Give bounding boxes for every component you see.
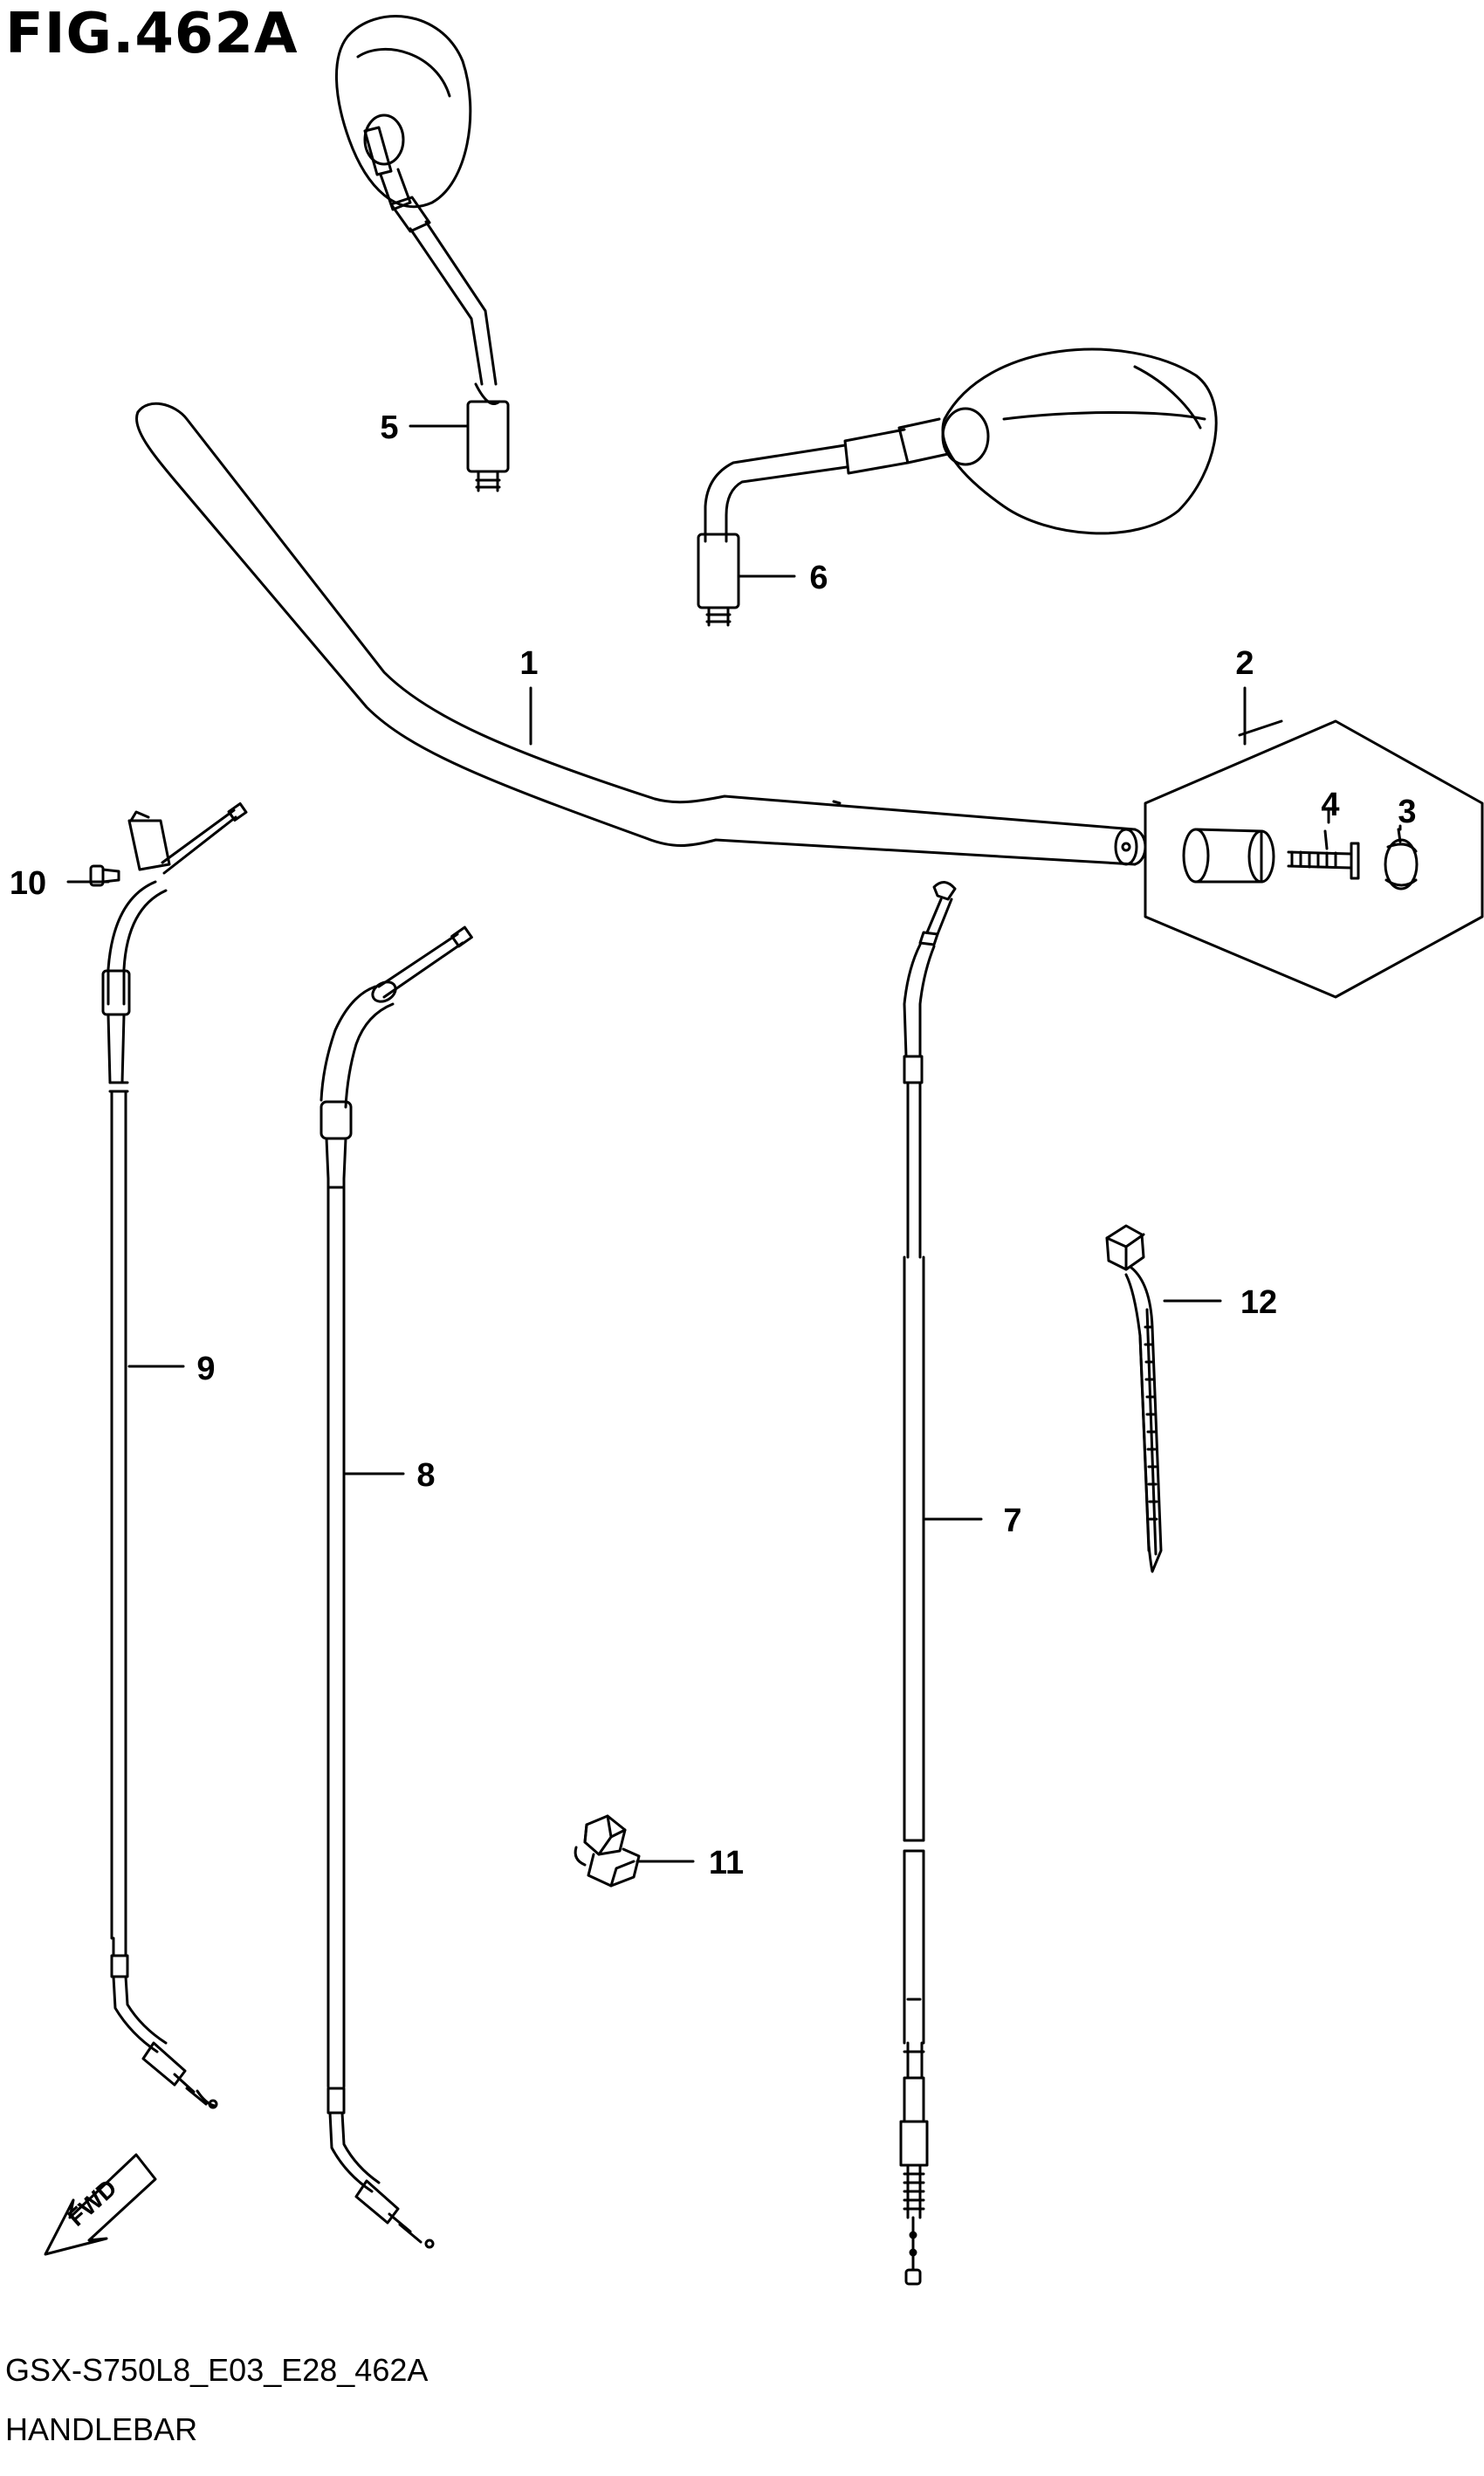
callout-3[interactable]: 3 [1398, 794, 1416, 830]
cable-7[interactable] [899, 881, 983, 2286]
leader-lines [409, 424, 1402, 831]
cable-9[interactable] [101, 801, 248, 2109]
bar-end-weight-set[interactable] [1144, 719, 1484, 999]
cable-8[interactable] [319, 925, 473, 2249]
callout-7[interactable]: 7 [1003, 1503, 1021, 1539]
cable-tie-12[interactable] [1105, 1224, 1222, 1573]
left-mirror[interactable] [335, 15, 510, 492]
callout-4[interactable]: 4 [1321, 787, 1339, 823]
handlebar-tube[interactable] [135, 402, 1147, 866]
figure-name: HANDLEBAR [5, 2411, 198, 2447]
callout-5[interactable]: 5 [380, 409, 398, 446]
fwd-label: FWD [63, 2174, 122, 2232]
clamp-11[interactable] [574, 1814, 695, 1888]
figure-code: GSX-S750L8_E03_E28_462A [5, 2352, 429, 2388]
callout-1[interactable]: 1 [519, 645, 538, 682]
forward-direction-arrow [44, 2153, 157, 2256]
callout-12[interactable]: 12 [1240, 1284, 1277, 1321]
bolt-10[interactable] [66, 864, 120, 887]
callout-8[interactable]: 8 [416, 1457, 435, 1494]
callout-10[interactable]: 10 [10, 865, 46, 902]
callout-9[interactable]: 9 [196, 1351, 215, 1387]
callout-6[interactable]: 6 [809, 560, 828, 596]
callout-2[interactable]: 2 [1235, 645, 1254, 682]
right-mirror[interactable] [697, 347, 1218, 627]
figure-title: FIG.462A [5, 2, 299, 66]
callout-11[interactable]: 11 [709, 1845, 744, 1881]
